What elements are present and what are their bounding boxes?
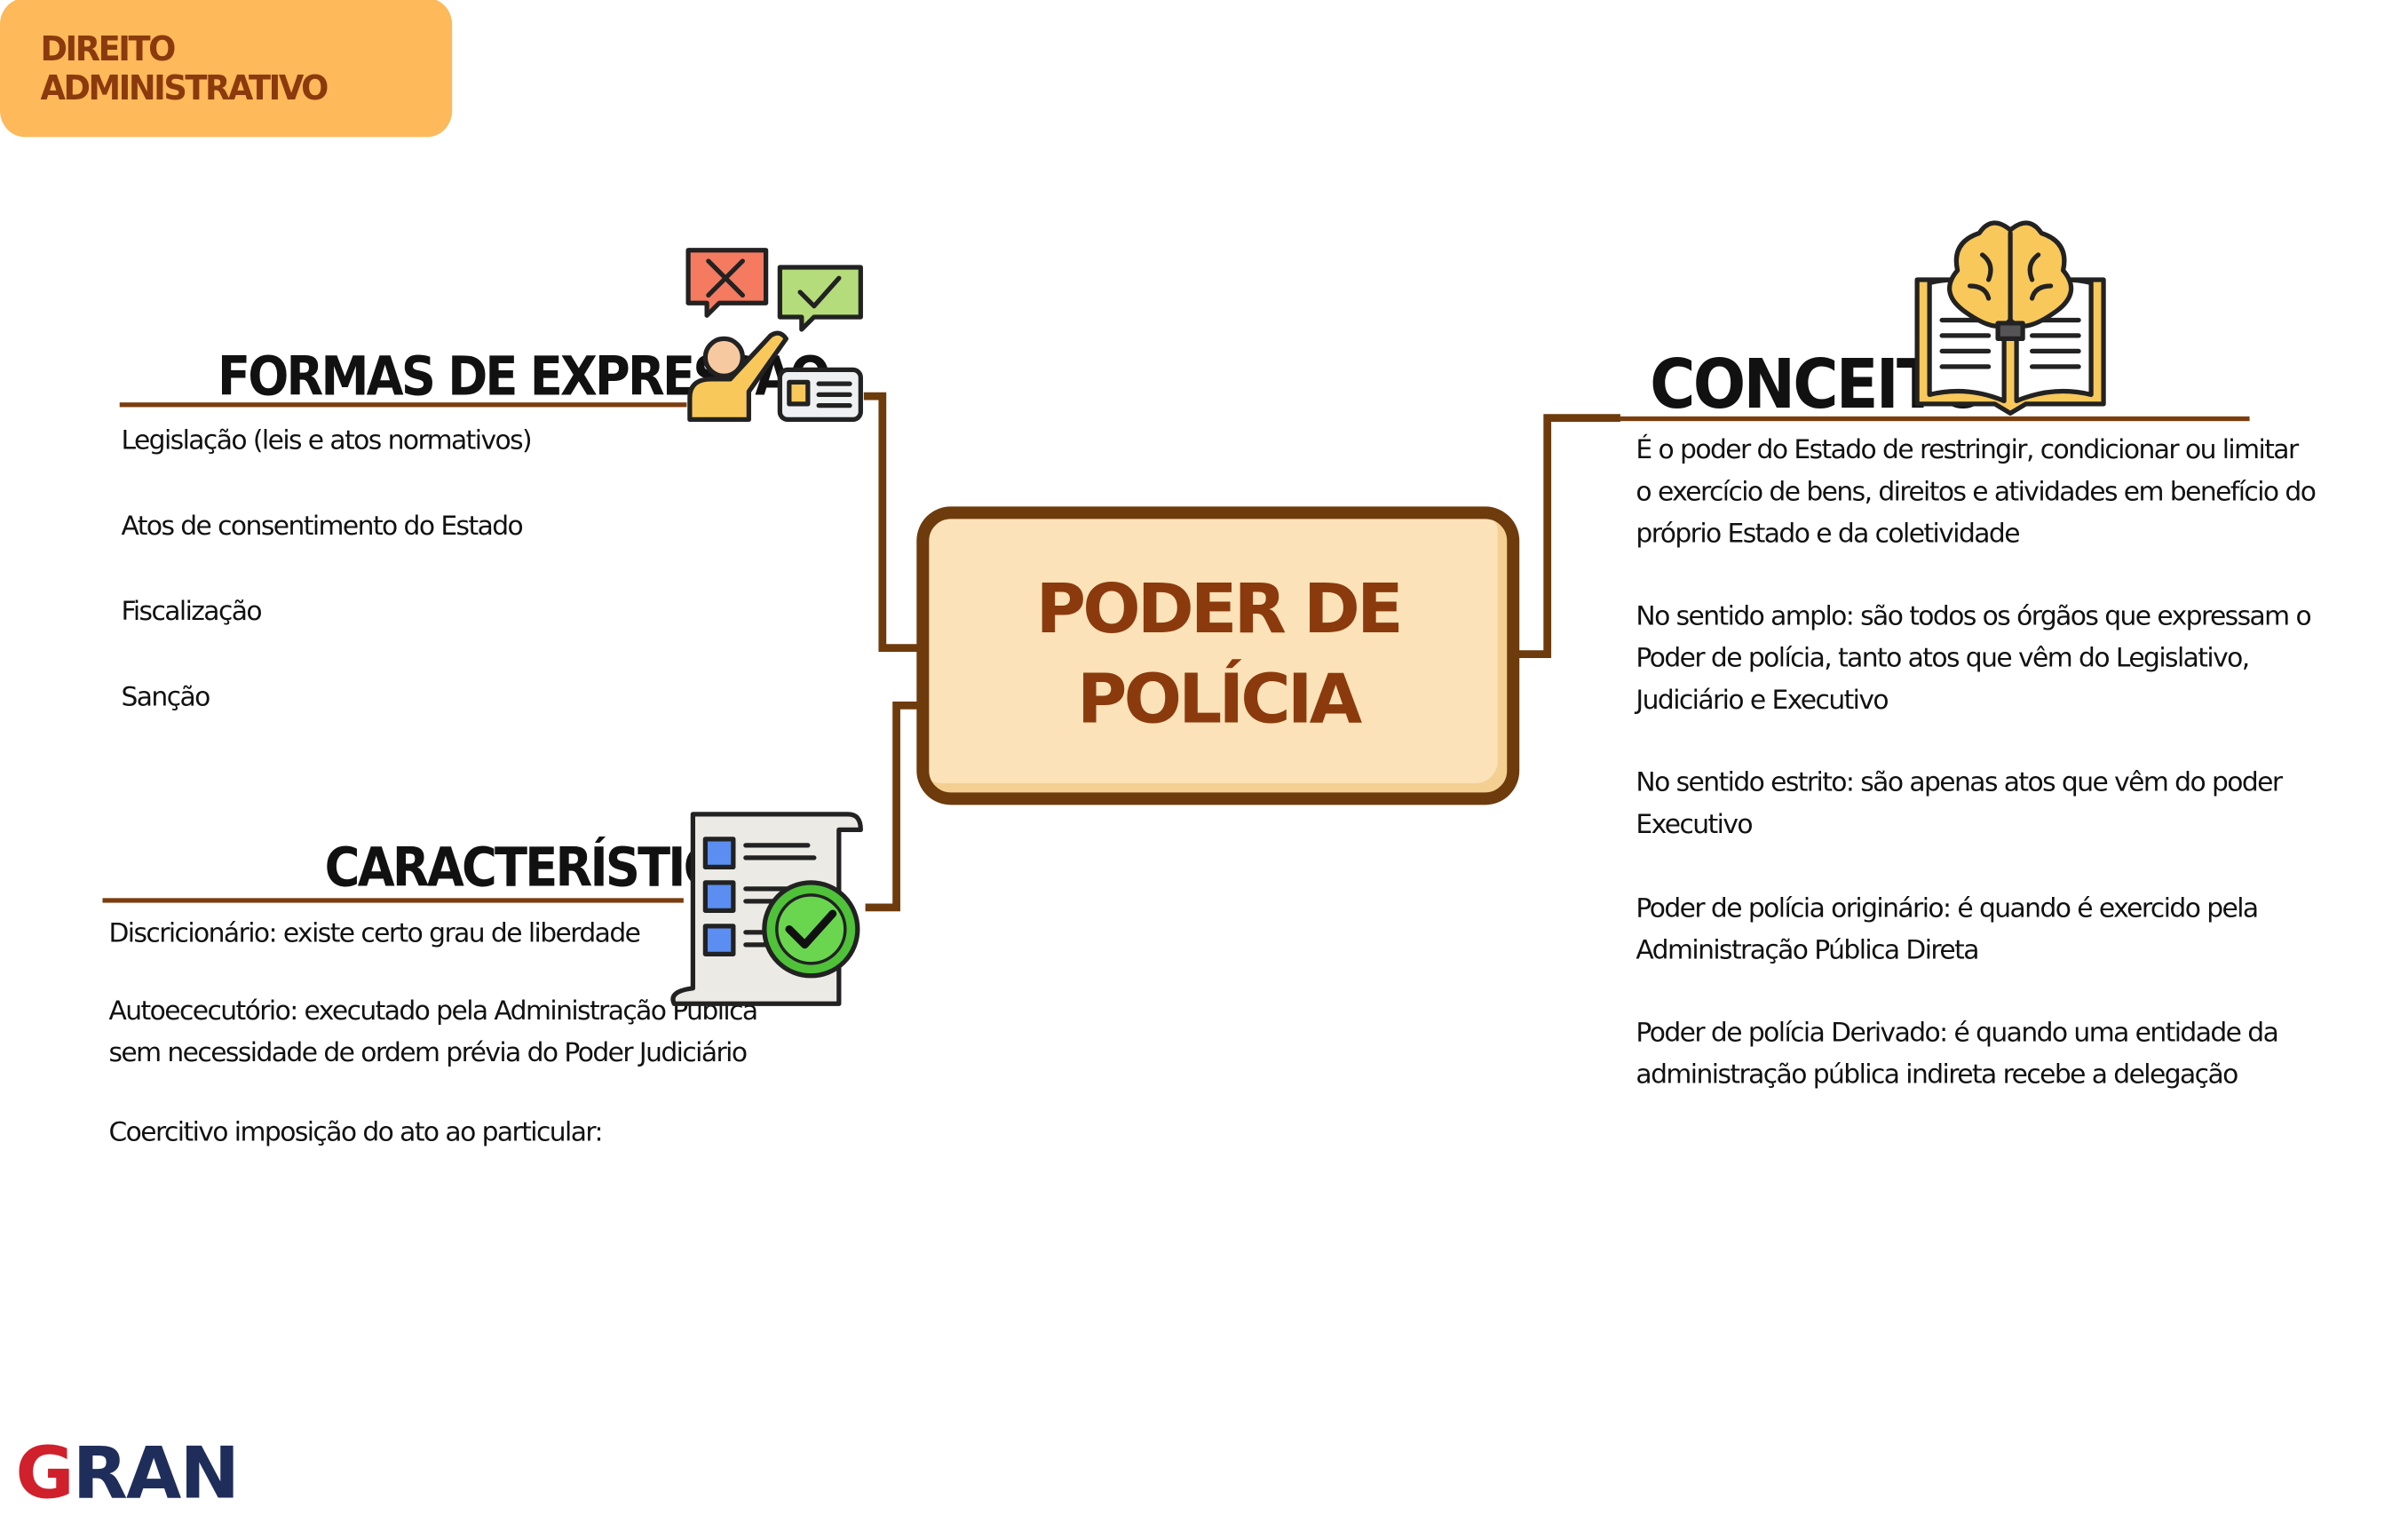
person-voting-icon xyxy=(685,248,863,423)
conceito-line-9: Poder de polícia originário: é quando é … xyxy=(1636,893,2259,925)
conceito-line-12: administração pública indireta recebe a … xyxy=(1636,1059,2238,1091)
central-title-line-2: POLÍCIA xyxy=(1077,660,1362,740)
connector-formas xyxy=(863,392,920,652)
formas-item-4: Sanção xyxy=(121,682,210,714)
formas-item-2: Atos de consentimento do Estado xyxy=(121,511,523,543)
conceito-line-3: próprio Estado e da coletividade xyxy=(1636,519,2020,551)
central-title: PODER DE POLÍCIA xyxy=(1001,566,1436,746)
subject-tag-label: DIREITO ADMINISTRATIVO xyxy=(40,28,329,107)
conceito-line-5: Poder de polícia, tanto atos que vêm do … xyxy=(1636,643,2250,675)
connector-conceito xyxy=(1517,414,1620,658)
brain-book-icon xyxy=(1914,220,2106,416)
conceito-line-8: Executivo xyxy=(1636,809,1753,841)
conceito-line-2: o exercício de bens, direitos e atividad… xyxy=(1636,477,2316,509)
connector-caracteristicas xyxy=(865,701,920,912)
caracteristicas-underline xyxy=(102,898,684,903)
central-title-line-1: PODER DE xyxy=(1035,570,1404,650)
conceito-line-4: No sentido amplo: são todos os órgãos qu… xyxy=(1636,601,2311,633)
conceito-line-10: Administração Pública Direta xyxy=(1636,935,1979,967)
caracteristicas-line-4: Coercitivo imposição do ato ao particula… xyxy=(108,1117,603,1149)
gran-logo-rest: RAN xyxy=(72,1431,240,1515)
conceito-line-11: Poder de polícia Derivado: é quando uma … xyxy=(1636,1018,2278,1050)
subject-tag: DIREITO ADMINISTRATIVO xyxy=(0,0,453,138)
formas-item-3: Fiscalização xyxy=(121,596,262,628)
conceito-line-7: No sentido estrito: são apenas atos que … xyxy=(1636,767,2283,799)
caracteristicas-line-2: Autoececutório: executado pela Administr… xyxy=(108,995,758,1027)
conceito-line-6: Judiciário e Executivo xyxy=(1636,685,1889,717)
formas-underline xyxy=(119,402,687,408)
caracteristicas-line-1: Discricionário: existe certo grau de lib… xyxy=(108,918,640,950)
conceito-underline xyxy=(1620,416,2250,422)
formas-item-1: Legislação (leis e atos normativos) xyxy=(121,425,532,457)
checklist-document-icon xyxy=(670,812,863,1006)
conceito-line-1: É o poder do Estado de restringir, condi… xyxy=(1636,434,2299,466)
central-node: PODER DE POLÍCIA xyxy=(916,506,1520,805)
gran-logo: GRAN xyxy=(15,1437,239,1508)
gran-logo-first-letter: G xyxy=(15,1431,74,1515)
caracteristicas-line-3: sem necessidade de ordem prévia do Poder… xyxy=(108,1037,748,1069)
